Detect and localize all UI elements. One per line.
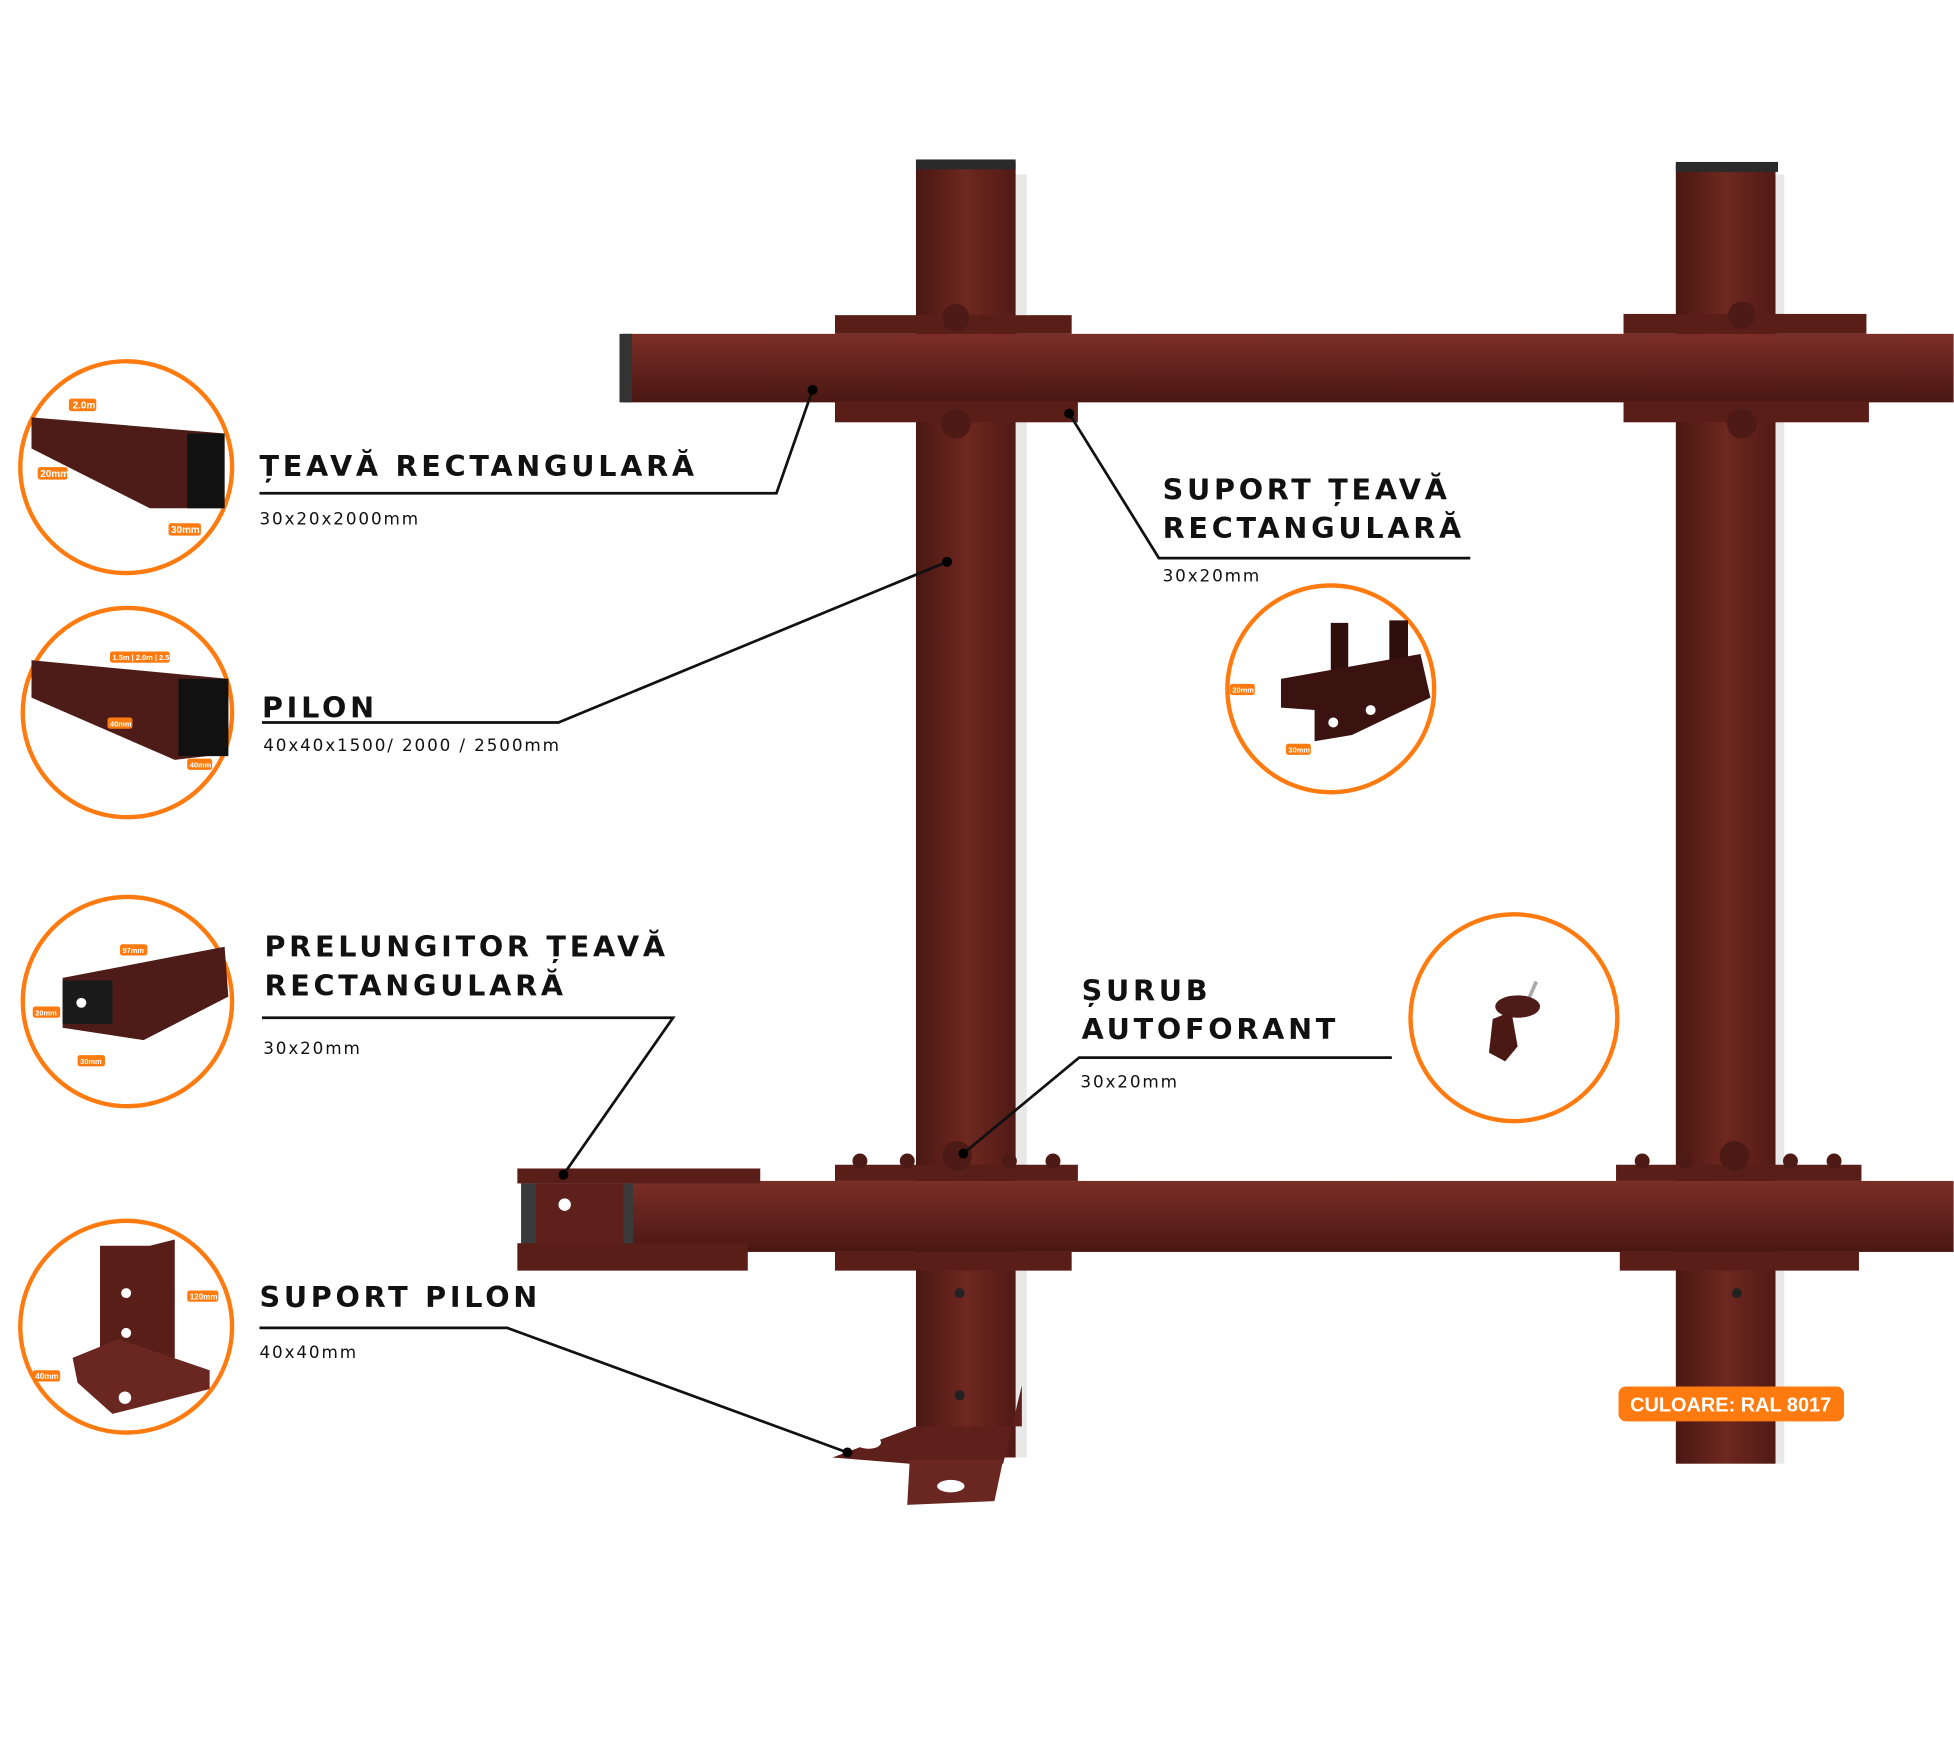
svg-text:30x20x2000mm: 30x20x2000mm xyxy=(259,508,420,528)
bottom-rail xyxy=(629,1141,1954,1271)
svg-text:40mm: 40mm xyxy=(190,760,212,769)
svg-text:97mm: 97mm xyxy=(122,946,144,955)
svg-text:40mm: 40mm xyxy=(35,1372,58,1381)
svg-text:30x20mm: 30x20mm xyxy=(263,1038,362,1058)
svg-text:40mm: 40mm xyxy=(110,719,132,728)
svg-text:PRELUNGITOR ȚEAVĂ: PRELUNGITOR ȚEAVĂ xyxy=(264,930,668,964)
svg-text:2.0m: 2.0m xyxy=(73,401,96,412)
rail-extender xyxy=(517,1168,761,1271)
svg-text:1.5m | 2.0m | 2.5m: 1.5m | 2.0m | 2.5m xyxy=(112,653,176,662)
svg-text:SUPORT ȚEAVĂ: SUPORT ȚEAVĂ xyxy=(1163,473,1451,507)
svg-text:20mm: 20mm xyxy=(35,1008,57,1017)
color-badge: CULOARE: RAL 8017 xyxy=(1618,1386,1845,1422)
svg-text:30mm: 30mm xyxy=(171,525,200,536)
thumb-pilon: 1.5m | 2.0m | 2.5m 40mm 40mm xyxy=(20,605,235,820)
svg-text:30x20mm: 30x20mm xyxy=(1163,566,1262,586)
post-base-bracket xyxy=(832,1288,1742,1505)
thumb-prelungitor: 97mm 20mm 30mm xyxy=(20,894,235,1109)
callout-suport-teava: SUPORT ȚEAVĂ RECTANGULARĂ 30x20mm xyxy=(1163,473,1465,586)
svg-text:RECTANGULARĂ: RECTANGULARĂ xyxy=(264,968,566,1002)
svg-text:20mm: 20mm xyxy=(40,469,69,480)
callout-prelungitor: PRELUNGITOR ȚEAVĂ RECTANGULARĂ 30x20mm xyxy=(263,930,668,1058)
svg-text:RECTANGULARĂ: RECTANGULARĂ xyxy=(1163,511,1465,545)
callout-surub: ȘURUB AUTOFORANT 30x20mm xyxy=(1080,973,1339,1092)
svg-text:40x40x1500/ 2000 / 2500mm: 40x40x1500/ 2000 / 2500mm xyxy=(263,735,561,755)
thumb-teava: 2.0m 20mm 30mm xyxy=(18,359,235,576)
svg-text:30mm: 30mm xyxy=(1288,745,1310,754)
svg-text:ȚEAVĂ RECTANGULARĂ: ȚEAVĂ RECTANGULARĂ xyxy=(259,449,697,483)
svg-text:PILON: PILON xyxy=(262,691,378,725)
callout-pilon: PILON 40x40x1500/ 2000 / 2500mm xyxy=(262,691,561,756)
callout-suport-pilon: SUPORT PILON 40x40mm xyxy=(259,1280,541,1362)
svg-text:AUTOFORANT: AUTOFORANT xyxy=(1082,1012,1339,1046)
svg-text:ȘURUB: ȘURUB xyxy=(1082,973,1212,1007)
thumb-suport-pilon: 120mm 40mm xyxy=(18,1218,235,1435)
svg-text:SUPORT PILON: SUPORT PILON xyxy=(259,1280,541,1314)
thumb-suport-teava: 20mm 30mm xyxy=(1225,583,1437,795)
top-rail xyxy=(619,301,1954,439)
svg-text:40x40mm: 40x40mm xyxy=(259,1342,358,1362)
callout-teava-rectangulara: ȚEAVĂ RECTANGULARĂ 30x20x2000mm xyxy=(259,449,697,529)
svg-text:30mm: 30mm xyxy=(80,1057,102,1066)
svg-text:CULOARE: RAL 8017: CULOARE: RAL 8017 xyxy=(1630,1394,1831,1416)
svg-text:30x20mm: 30x20mm xyxy=(1080,1072,1179,1092)
leader-lines xyxy=(259,384,1471,1458)
svg-text:120mm: 120mm xyxy=(190,1292,218,1301)
thumb-surub xyxy=(1408,912,1620,1124)
svg-text:20mm: 20mm xyxy=(1232,686,1254,695)
